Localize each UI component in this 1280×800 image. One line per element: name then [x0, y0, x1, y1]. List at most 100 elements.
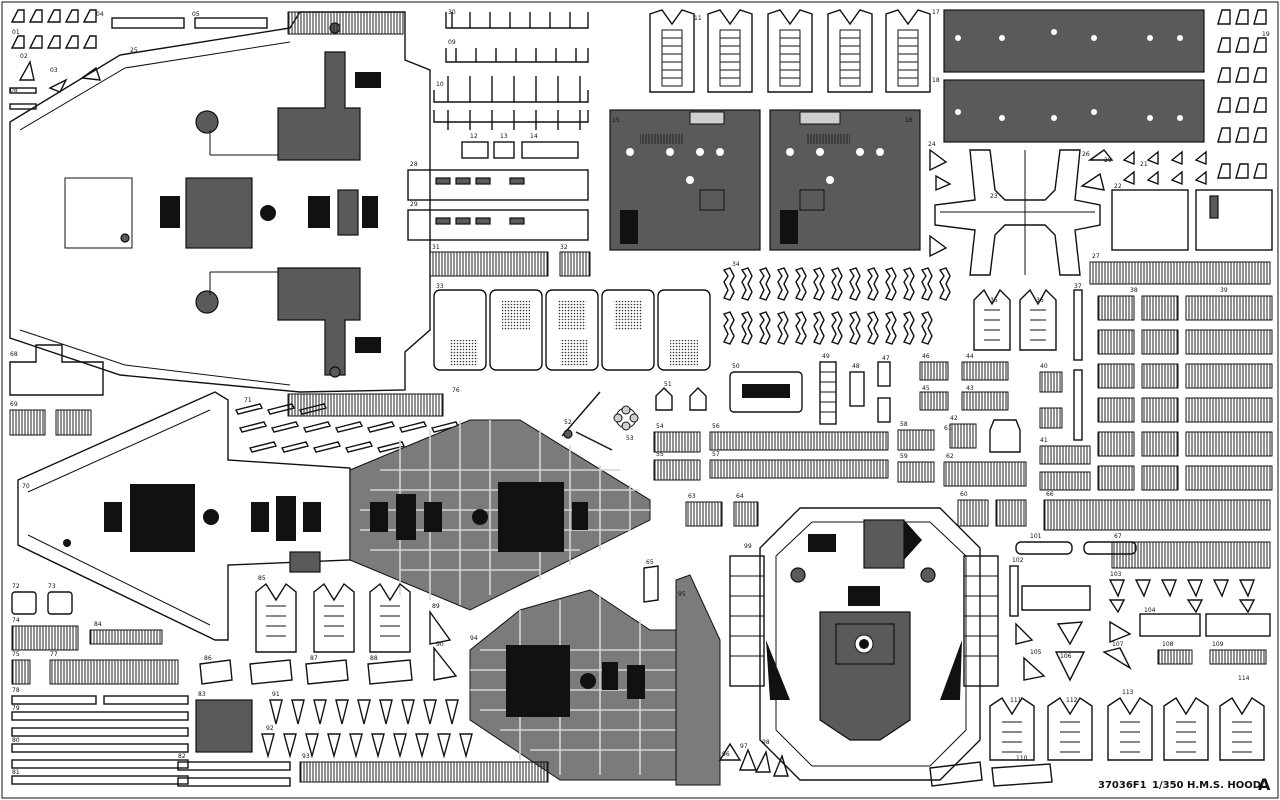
gray-deck-part-large — [349, 419, 651, 611]
scale-title: 1/350 H.M.S. HOOD — [1152, 780, 1261, 791]
label-85: 85 — [258, 575, 266, 582]
label-65: 65 — [646, 559, 654, 566]
parts-24: 24 — [928, 141, 952, 258]
label-110: 110 — [1016, 755, 1028, 762]
label-46: 46 — [922, 353, 930, 360]
label-27: 27 — [1092, 253, 1100, 260]
label-98: 98 — [762, 739, 770, 746]
misc-labels: 08 25 26 30 61 62 53 76 — [10, 9, 1090, 460]
label-90: 90 — [436, 641, 444, 648]
label-30: 30 — [448, 9, 456, 16]
parts-17-18: 17 18 — [932, 9, 1205, 143]
label-01: 01 — [12, 29, 20, 36]
label-95: 95 — [678, 591, 686, 598]
parts-15-16: 15 16 — [609, 109, 921, 251]
label-02: 02 — [20, 53, 28, 60]
label-47: 47 — [882, 355, 890, 362]
label-106: 106 — [1060, 653, 1072, 660]
parts-11-ladders: 11 — [649, 9, 931, 93]
label-10: 10 — [436, 81, 444, 88]
forward-deck-part — [9, 11, 444, 417]
label-57: 57 — [712, 451, 720, 458]
label-37: 37 — [1074, 283, 1082, 290]
label-35: 35 — [990, 297, 998, 304]
label-54: 54 — [656, 423, 664, 430]
label-43: 43 — [966, 385, 974, 392]
label-23: 23 — [990, 193, 998, 200]
label-91: 91 — [272, 691, 280, 698]
barbette-a — [277, 51, 361, 161]
label-33: 33 — [436, 283, 444, 290]
parts-102-110: 102 103 104 105 106 107 108 109 — [1009, 557, 1271, 682]
label-44: 44 — [966, 353, 974, 360]
label-63: 63 — [688, 493, 696, 500]
label-41: 41 — [1040, 437, 1048, 444]
parts-19: 19 — [1217, 9, 1270, 179]
label-28: 28 — [410, 161, 418, 168]
label-62: 62 — [946, 453, 954, 460]
label-99: 99 — [744, 543, 752, 550]
label-89: 89 — [432, 603, 440, 610]
label-39: 39 — [1220, 287, 1228, 294]
parts-28-29: 28 29 — [407, 161, 589, 241]
label-113: 113 — [1122, 689, 1134, 696]
parts-47-52: 49 50 51 52 47 48 — [561, 353, 891, 451]
label-78: 78 — [12, 687, 20, 694]
label-52: 52 — [564, 419, 572, 426]
label-55: 55 — [656, 451, 664, 458]
parts-31-32: 31 32 — [429, 244, 591, 277]
label-18: 18 — [932, 77, 940, 84]
label-21: 21 — [1140, 161, 1148, 168]
label-77: 77 — [50, 651, 58, 658]
label-96: 96 — [722, 751, 730, 758]
label-42: 42 — [950, 415, 958, 422]
sheet-letter: A — [1258, 775, 1271, 794]
label-05: 05 — [192, 11, 200, 18]
label-24: 24 — [928, 141, 936, 148]
parts-63-64: 63 64 — [685, 493, 759, 527]
label-94: 94 — [470, 635, 478, 642]
railing-parts-top: 09 10 — [433, 12, 589, 130]
gray-side-strip — [675, 574, 721, 786]
label-112: 112 — [1066, 697, 1078, 704]
label-40: 40 — [1040, 363, 1048, 370]
deck-hatch-outline — [64, 177, 133, 249]
label-75: 75 — [12, 651, 20, 658]
label-60: 60 — [960, 491, 968, 498]
label-86: 86 — [204, 655, 212, 662]
label-45: 45 — [922, 385, 930, 392]
parts-68-69: 68 69 — [9, 344, 104, 436]
label-93: 93 — [302, 753, 310, 760]
label-08: 08 — [10, 87, 18, 94]
label-79: 79 — [12, 705, 20, 712]
parts-111-114: 111 112 113 114 — [989, 675, 1265, 761]
label-88: 88 — [370, 655, 378, 662]
fret-title-block: 37036F1 1/350 H.M.S. HOOD A — [1098, 775, 1271, 794]
turret-base-a — [185, 177, 253, 249]
label-03: 03 — [50, 67, 58, 74]
label-19: 19 — [1262, 31, 1270, 38]
label-31: 31 — [432, 244, 440, 251]
label-12: 12 — [470, 133, 478, 140]
label-56: 56 — [712, 423, 720, 430]
label-04: 04 — [96, 11, 104, 18]
label-29: 29 — [410, 201, 418, 208]
label-15: 15 — [612, 117, 620, 124]
parts-38-39: 38 39 — [1097, 287, 1273, 491]
label-108: 108 — [1162, 641, 1174, 648]
label-17: 17 — [932, 9, 940, 16]
label-11: 11 — [694, 15, 702, 22]
label-48: 48 — [852, 363, 860, 370]
label-53: 53 — [626, 435, 634, 442]
turret-base-c — [130, 484, 195, 552]
parts-12-14: 12 13 14 — [461, 133, 579, 159]
label-84: 84 — [94, 621, 102, 628]
label-111: 111 — [1010, 697, 1022, 704]
label-61: 61 — [944, 425, 952, 432]
label-66: 66 — [1046, 491, 1054, 498]
label-09: 09 — [448, 39, 456, 46]
label-49: 49 — [822, 353, 830, 360]
